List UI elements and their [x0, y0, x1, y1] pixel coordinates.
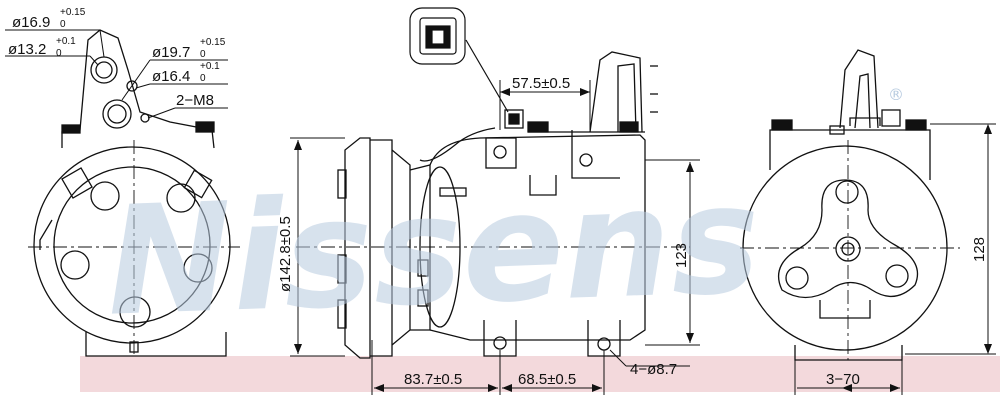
left-view: [28, 29, 240, 357]
left-housing-circle: [33, 146, 231, 344]
dim-d197-sup: +0.15: [200, 37, 226, 48]
dim-d164-sup: +0.1: [200, 61, 220, 72]
base-band: [80, 356, 1000, 392]
dim-d197: ø19.7: [152, 44, 190, 61]
dim-mount-holes: 4−ø8.7: [630, 361, 677, 378]
watermark-registered: ®: [888, 85, 904, 104]
dim-height-123: 123: [673, 243, 690, 268]
middle-dimensions: [290, 80, 700, 395]
dim-d132-sup: +0.1: [56, 36, 76, 47]
left-leaders: [5, 29, 228, 119]
dim-height-128: 128: [971, 237, 988, 262]
dim-d169: ø16.9: [12, 14, 50, 31]
left-inner-circle: [53, 166, 211, 324]
dim-d169-sub: 0: [60, 19, 66, 30]
arrowheads: [294, 88, 992, 392]
connector-detail: [409, 7, 509, 113]
dim-length-685: 68.5±0.5: [518, 371, 576, 388]
dim-d164: ø16.4: [152, 68, 190, 85]
dim-d132: ø13.2: [8, 41, 46, 58]
dim-d164-sub: 0: [200, 73, 206, 84]
dim-d197-sub: 0: [200, 49, 206, 60]
dim-length-837: 83.7±0.5: [404, 371, 462, 388]
middle-view: [296, 51, 690, 359]
dim-2m8: 2−M8: [176, 92, 214, 109]
watermark-text: Nissens: [104, 153, 763, 350]
dim-d169-sup: +0.15: [60, 7, 86, 18]
dim-connector-offset: 57.5±0.5: [512, 75, 570, 92]
brand-watermark: Nissens ®: [104, 85, 904, 350]
dim-width-370: 3−70: [826, 371, 860, 388]
dim-d132-sub: 0: [56, 48, 62, 59]
right-view: [740, 49, 960, 361]
right-dimensions: [794, 123, 996, 395]
dim-pulley-diameter: ø142.8±0.5: [277, 216, 294, 292]
